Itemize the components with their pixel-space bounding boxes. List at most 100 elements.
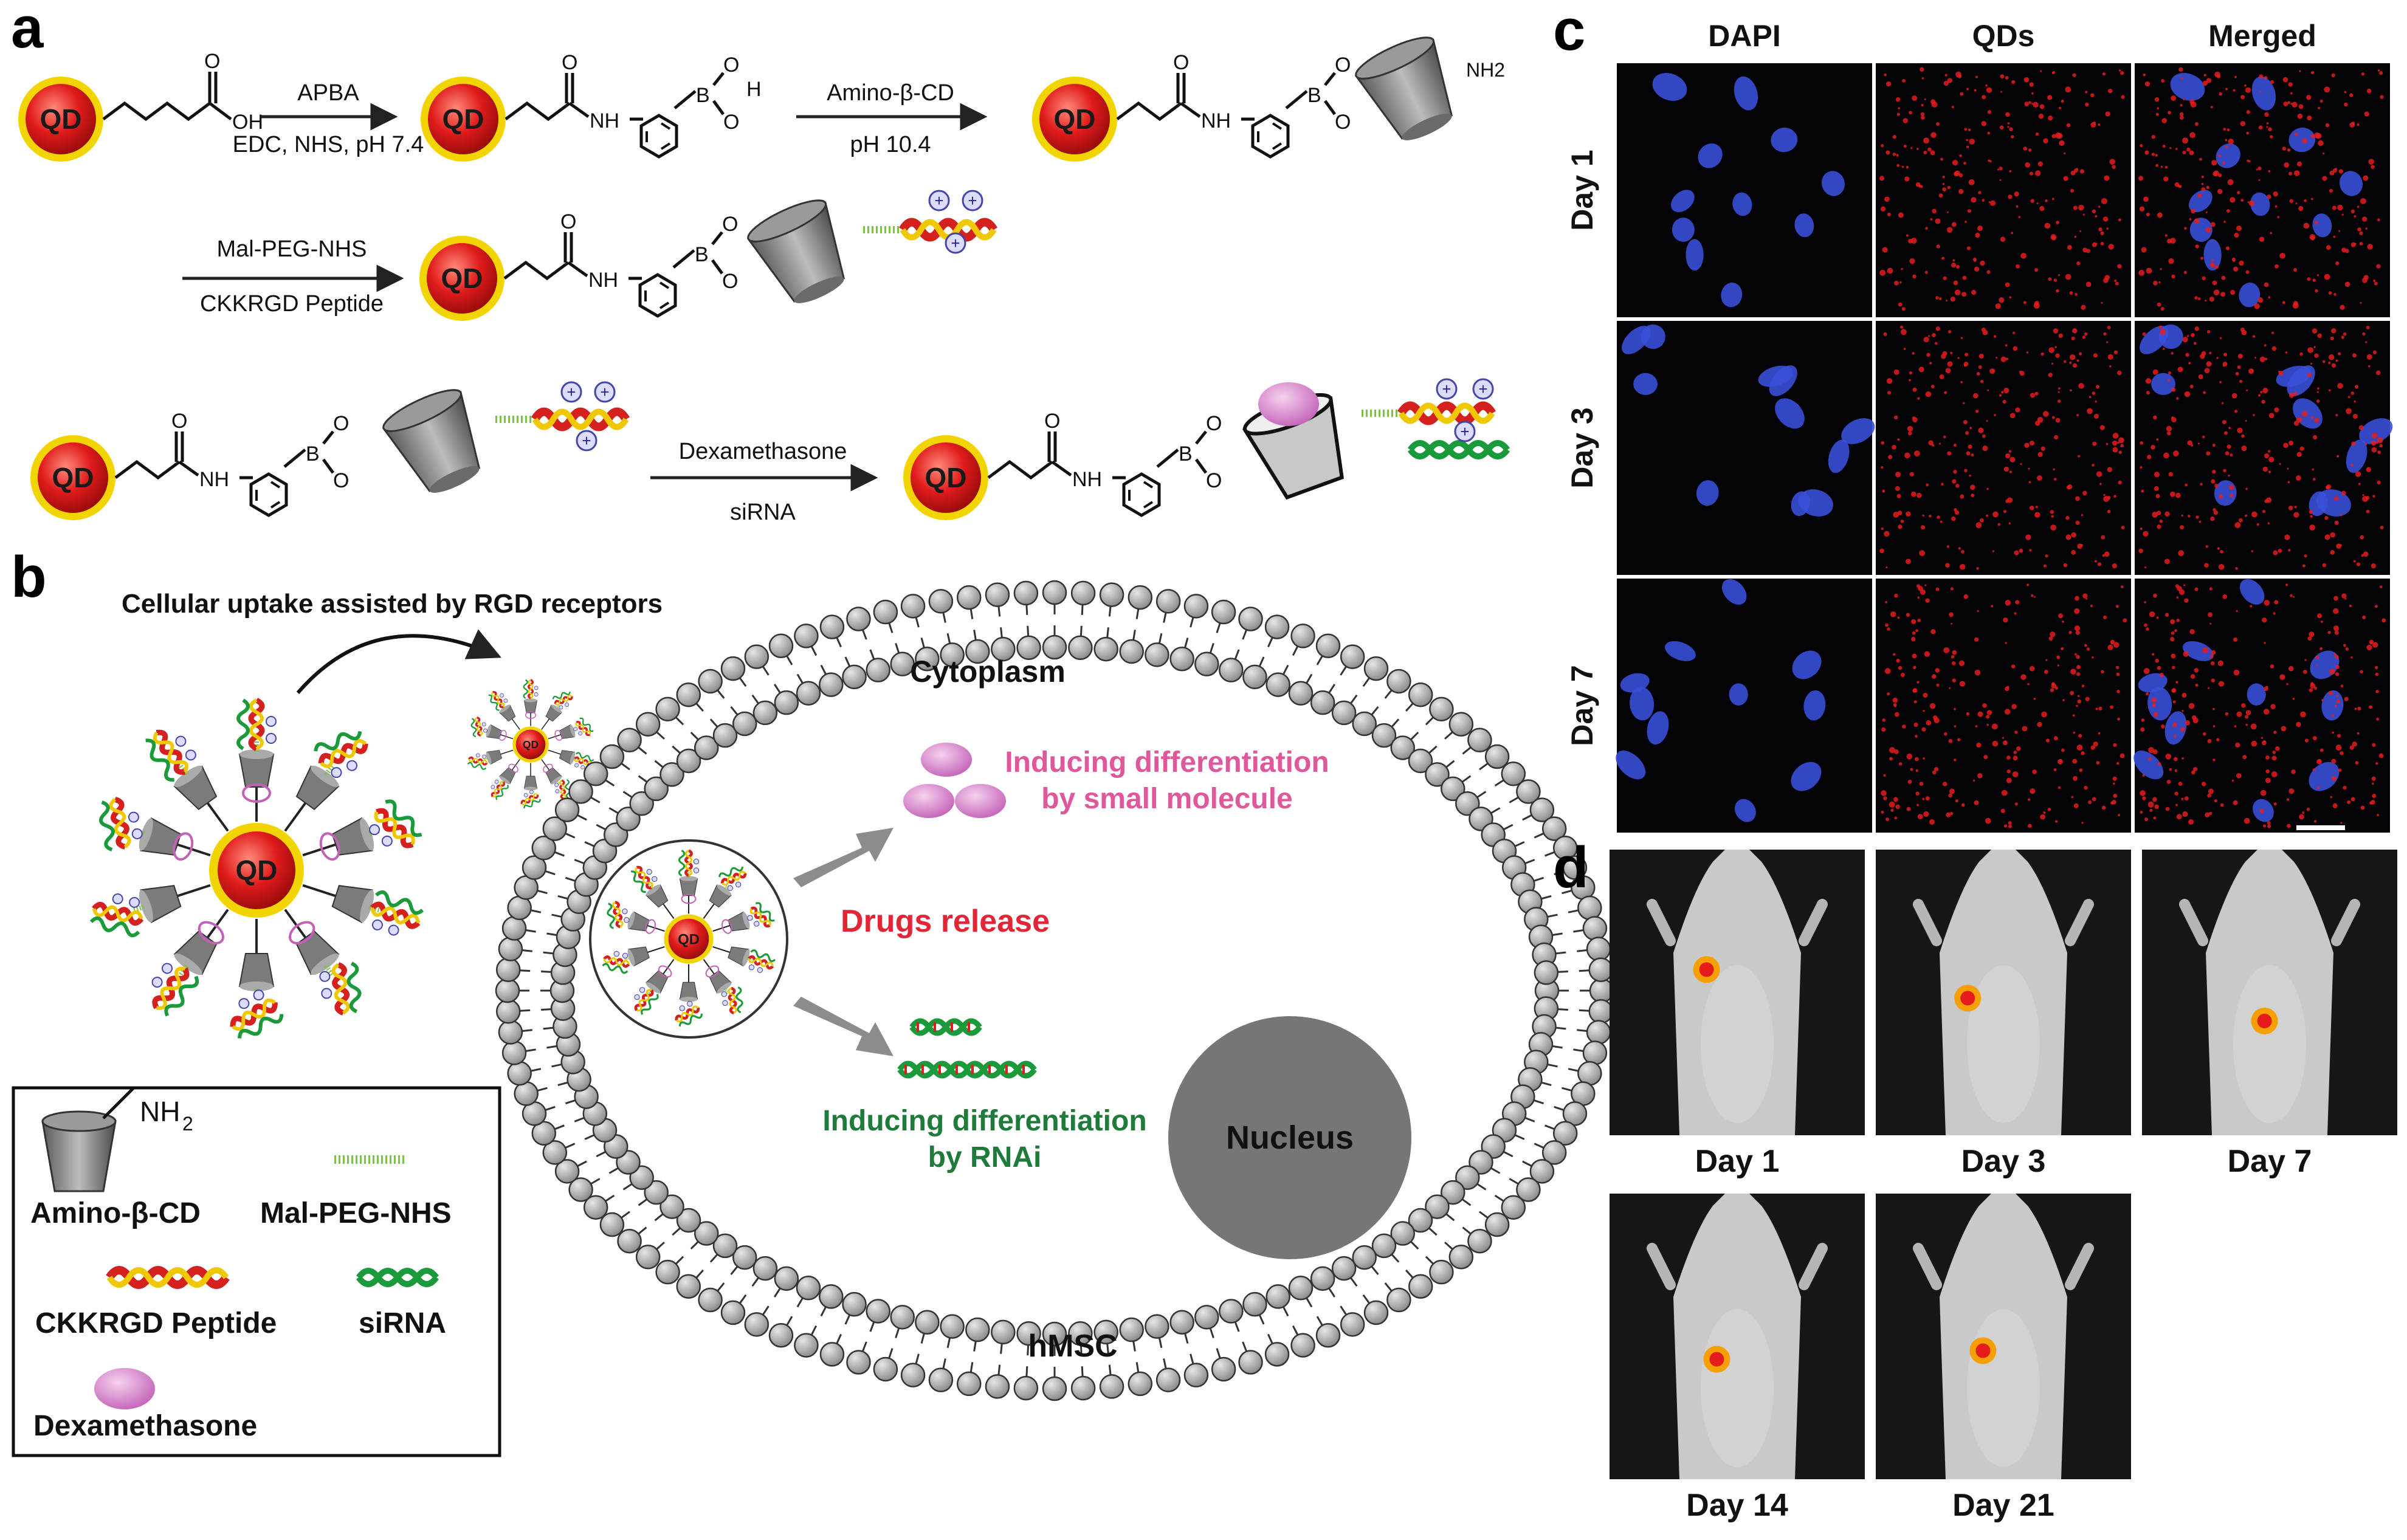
- sirna-molecules: [897, 1018, 1037, 1079]
- peptide-helix: [531, 407, 630, 431]
- o-atom: O: [562, 51, 577, 74]
- svg-text:+: +: [1460, 422, 1469, 441]
- release-arrow-up: [793, 828, 894, 887]
- svg-text:QD: QD: [1054, 103, 1096, 135]
- o-atom: O: [1206, 469, 1222, 492]
- row-label: Day 3: [1565, 407, 1599, 488]
- benzene-ring: [641, 115, 677, 157]
- charge-plus: + + +: [1436, 378, 1494, 442]
- o-atom: O: [723, 53, 739, 77]
- drugs-release-label: Drugs release: [841, 904, 1050, 939]
- qd-particle: QD: [421, 77, 506, 162]
- svg-text:+: +: [1478, 380, 1487, 398]
- column-header: DAPI: [1708, 19, 1780, 53]
- qd-nanoparticle-endosome: QD: [602, 849, 776, 1026]
- uptake-arrow: [296, 629, 501, 694]
- row-label: Day 7: [1565, 665, 1599, 746]
- nh2-label: NH2: [1466, 59, 1505, 81]
- h-atom: H: [746, 78, 762, 101]
- legend-peg: Mal-PEG-NHS: [260, 1197, 452, 1229]
- qd-particle: QD: [903, 435, 988, 520]
- sirna-helix: [1407, 440, 1510, 459]
- o-atom: O: [204, 50, 220, 73]
- nh-label: NH: [199, 468, 229, 491]
- o-atom: O: [1335, 53, 1351, 77]
- svg-text:QD: QD: [236, 854, 278, 886]
- qd-particle: QD: [18, 77, 103, 162]
- day-label: Day 21: [1952, 1488, 2054, 1523]
- cyclodextrin-cone: [746, 199, 845, 303]
- column-header: Merged: [2208, 19, 2316, 53]
- svg-text:+: +: [934, 191, 943, 210]
- svg-text:Dexamethasone: Dexamethasone: [679, 439, 847, 464]
- reaction-arrow-4: Dexamethasone siRNA: [650, 439, 878, 525]
- o-atom: O: [722, 270, 738, 293]
- microscopy-tile: [1876, 579, 2131, 833]
- svg-text:+: +: [968, 191, 977, 210]
- mouse-image: [2142, 850, 2397, 1135]
- o-atom: O: [560, 210, 576, 233]
- uptake-label: Cellular uptake assisted by RGD receptor…: [122, 589, 663, 619]
- benzene-ring: [1253, 115, 1288, 157]
- amide-chain: [1116, 72, 1337, 122]
- row-label: Day 1: [1565, 150, 1599, 230]
- svg-text:siRNA: siRNA: [730, 500, 796, 525]
- cyclodextrin-cone: [382, 389, 481, 493]
- legend-sirna: siRNA: [359, 1307, 446, 1339]
- microscopy-tile: [2135, 321, 2393, 575]
- o-atom: O: [333, 469, 349, 492]
- svg-text:+: +: [566, 383, 576, 401]
- legend-nh2-sub: 2: [182, 1113, 193, 1135]
- microscopy-tile: [2133, 579, 2390, 833]
- boron-atom: B: [1307, 84, 1321, 107]
- boron-atom: B: [306, 442, 320, 466]
- svg-text:+: +: [582, 431, 591, 450]
- charge-plus: + + +: [928, 190, 983, 254]
- amide-chain: [503, 231, 724, 281]
- svg-text:QD: QD: [40, 103, 82, 135]
- panel-letter-d: d: [1553, 835, 1589, 900]
- svg-text:pH 10.4: pH 10.4: [850, 132, 931, 157]
- svg-text:Amino-β-CD: Amino-β-CD: [827, 80, 954, 106]
- nh-label: NH: [588, 269, 618, 292]
- nh-label: NH: [1072, 468, 1102, 491]
- day-label: Day 14: [1686, 1488, 1788, 1523]
- svg-text:+: +: [951, 234, 960, 252]
- dexamethasone-molecules: [903, 743, 1006, 818]
- boron-atom: B: [695, 243, 709, 266]
- nh-label: NH: [1201, 109, 1231, 132]
- dexamethasone-molecule: [1258, 382, 1319, 426]
- panel-letter-a: a: [11, 0, 44, 60]
- svg-text:CKKRGD Peptide: CKKRGD Peptide: [200, 291, 384, 317]
- svg-text:QD: QD: [441, 263, 483, 294]
- o-atom: O: [723, 111, 739, 134]
- qd-nanoparticle-small: QD: [467, 679, 594, 809]
- microscopy-grid: [1616, 63, 2393, 833]
- reaction-arrow-2: Amino-β-CD pH 10.4: [796, 80, 988, 157]
- carboxyl-chain: [102, 72, 232, 122]
- svg-text:QD: QD: [925, 462, 967, 493]
- svg-text:+: +: [1442, 380, 1451, 398]
- cytoplasm-label: Cytoplasm: [910, 655, 1066, 689]
- svg-text:APBA: APBA: [297, 80, 359, 106]
- legend-peptide: CKKRGD Peptide: [35, 1307, 277, 1339]
- release-arrow-down: [793, 997, 894, 1056]
- nucleus: [1168, 1016, 1411, 1259]
- legend: NH 2 Amino-β-CD Mal-PEG-NHS CKKRGD Pepti…: [12, 1086, 501, 1457]
- o-atom: O: [171, 410, 187, 433]
- microscopy-tile: [1617, 321, 1875, 575]
- microscopy-row-labels: Day 1 Day 3 Day 7: [1565, 150, 1599, 746]
- amide-chain: [504, 72, 725, 122]
- day-label: Day 1: [1695, 1144, 1780, 1179]
- o-atom: O: [1044, 410, 1060, 433]
- qd-nanoparticle-assembly: QD: [89, 698, 424, 1039]
- svg-text:+: +: [600, 383, 609, 401]
- amide-chain: [114, 430, 335, 480]
- boron-atom: B: [1179, 442, 1193, 466]
- mouse-image: [1876, 850, 2131, 1135]
- cyclodextrin-cone: [1354, 36, 1453, 140]
- mouse-image: [1876, 1194, 2131, 1479]
- panel-letter-b: b: [11, 545, 47, 610]
- legend-nh2: NH: [140, 1096, 180, 1127]
- svg-text:QD: QD: [523, 738, 539, 751]
